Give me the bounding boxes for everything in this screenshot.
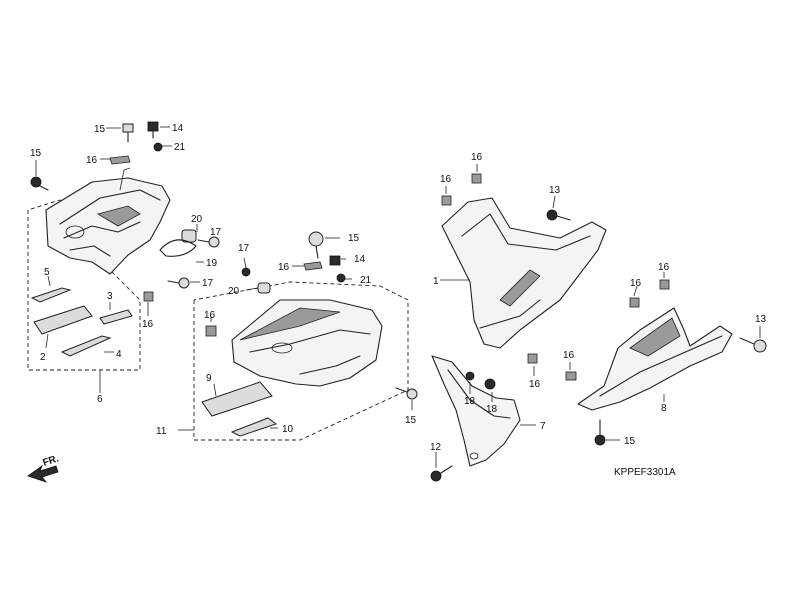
callout-label: 16 bbox=[529, 379, 541, 390]
callout-label: 16 bbox=[563, 350, 575, 361]
screw-17-lower bbox=[167, 277, 190, 289]
callout-label: 18 bbox=[464, 396, 476, 407]
callout-label: 6 bbox=[97, 394, 103, 405]
callout-label: 7 bbox=[540, 421, 546, 432]
screw-18-a bbox=[465, 371, 475, 381]
bracket-19 bbox=[159, 239, 197, 257]
callout-label: 11 bbox=[156, 426, 167, 437]
screw-13-top bbox=[546, 209, 571, 221]
side-panel-7 bbox=[431, 355, 521, 467]
callout-label: 4 bbox=[116, 349, 122, 360]
pad-3 bbox=[99, 309, 133, 325]
callout-label: 14 bbox=[354, 254, 366, 265]
callout-label: 1 bbox=[433, 276, 439, 287]
screw-15-left bbox=[30, 176, 49, 191]
clip-16-r4 bbox=[629, 297, 640, 308]
callout-label: 10 bbox=[282, 424, 294, 435]
lower-cowl-right-assembly bbox=[565, 272, 767, 446]
callout-label: 3 bbox=[107, 291, 113, 302]
side-panel-7-assembly bbox=[430, 355, 536, 482]
callout-label: 8 bbox=[661, 403, 667, 414]
callout-label: 16 bbox=[658, 262, 670, 273]
front-direction-arrow bbox=[27, 464, 59, 483]
clip-16 bbox=[143, 291, 154, 302]
screw-12 bbox=[430, 465, 453, 482]
lower-cowl-left bbox=[231, 299, 383, 387]
screw-15-right bbox=[594, 419, 606, 446]
callout-label: 2 bbox=[40, 352, 46, 363]
screw-15-mid bbox=[308, 231, 324, 259]
front-direction-label: FR. bbox=[42, 453, 61, 469]
callout-label: 13 bbox=[755, 314, 767, 325]
nut-21-mid bbox=[336, 273, 346, 283]
callout-label: 15 bbox=[405, 415, 417, 426]
inner-cowl-left-assembly bbox=[27, 121, 220, 393]
bolt-14-mid bbox=[329, 255, 341, 266]
screw-13-right bbox=[739, 337, 767, 353]
callout-label: 21 bbox=[174, 142, 186, 153]
diagram-code: KPPEF3301A bbox=[614, 467, 676, 478]
clip-16-top bbox=[109, 155, 131, 165]
callout-label: 16 bbox=[204, 310, 216, 321]
screw-18-b bbox=[484, 378, 496, 390]
callout-label: 16 bbox=[471, 152, 483, 163]
callout-label: 12 bbox=[430, 442, 442, 453]
callout-label: 21 bbox=[360, 275, 372, 286]
callout-label: 18 bbox=[486, 404, 498, 415]
callout-label: 13 bbox=[549, 185, 561, 196]
lower-cowl-right bbox=[577, 307, 733, 411]
callout-label: 15 bbox=[94, 124, 106, 135]
bolt-14-top bbox=[147, 121, 159, 139]
callout-label: 16 bbox=[630, 278, 642, 289]
under-cowl-assembly bbox=[440, 164, 607, 376]
callout-label: 20 bbox=[228, 286, 240, 297]
grommet-20-mid bbox=[257, 282, 271, 294]
clip-16-r1 bbox=[441, 195, 452, 206]
callout-label: 17 bbox=[210, 227, 222, 238]
callout-label: 17 bbox=[202, 278, 214, 289]
clip-16-mid bbox=[205, 325, 217, 337]
callout-labels: 15 14 21 16 15 20 17 19 17 5 3 16 2 4 6 … bbox=[30, 123, 767, 453]
callout-label: 14 bbox=[172, 123, 184, 134]
pad-2 bbox=[33, 305, 93, 335]
screw-17-upper bbox=[197, 236, 220, 248]
screw-17-mid bbox=[241, 267, 251, 277]
clip-16-r3 bbox=[527, 353, 538, 364]
screw-15-top bbox=[122, 123, 134, 143]
pad-10 bbox=[230, 417, 278, 437]
clip-16-mid-top bbox=[303, 261, 323, 271]
sticker-5 bbox=[30, 287, 72, 303]
callout-label: 16 bbox=[142, 319, 154, 330]
callout-label: 5 bbox=[44, 267, 50, 278]
callout-label: 19 bbox=[206, 258, 218, 269]
callout-label: 16 bbox=[440, 174, 452, 185]
callout-label: 15 bbox=[348, 233, 360, 244]
screw-15-lower bbox=[395, 387, 418, 400]
pad-4 bbox=[60, 335, 112, 357]
pad-9 bbox=[201, 381, 273, 417]
callout-label: 20 bbox=[191, 214, 203, 225]
clip-16-r6 bbox=[565, 371, 577, 381]
clip-16-r5 bbox=[659, 279, 670, 290]
inner-cowl-left bbox=[45, 177, 171, 275]
clip-16-r2 bbox=[471, 173, 482, 184]
callout-label: 17 bbox=[238, 243, 250, 254]
under-cowl bbox=[441, 197, 607, 349]
callout-label: 15 bbox=[624, 436, 636, 447]
callout-label: 15 bbox=[30, 148, 42, 159]
nut-21-top bbox=[153, 142, 163, 152]
callout-label: 16 bbox=[86, 155, 98, 166]
lower-cowl-left-assembly bbox=[178, 231, 418, 441]
callout-label: 9 bbox=[206, 373, 212, 384]
callout-label: 16 bbox=[278, 262, 290, 273]
